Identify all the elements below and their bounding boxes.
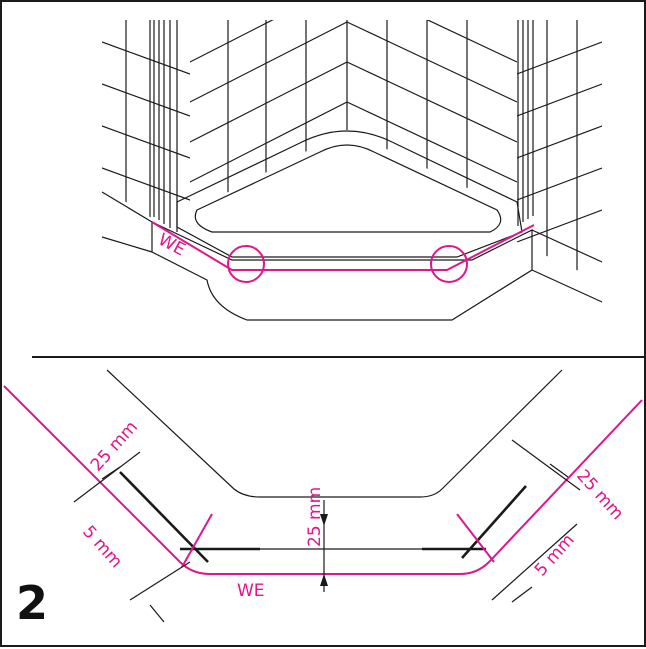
right-door-profile [517,20,534,226]
left-wall-tiles [102,20,190,242]
dim-25mm-center-label: 25 mm [305,487,325,547]
dim-5mm-left-label: 5 mm [78,522,126,572]
top-panel-shower-view: WE [101,20,603,321]
back-wall-tiles [190,20,517,212]
dimension-25mm-center: 25 mm [305,487,328,592]
dim-5mm-right-label: 5 mm [531,530,579,580]
dimension-5mm-right: 5 mm [491,523,579,603]
step-number: 2 [16,576,49,630]
shower-tray [101,130,603,321]
dim-25mm-right-label: 25 mm [572,466,627,524]
we-label-bottom: WE [237,581,265,601]
tray-outline [106,369,563,498]
detail-circle-right [430,245,468,283]
seal-line-we-top [151,221,535,271]
dimension-5mm-left: 5 mm [78,522,191,623]
dimension-25mm-right: 25 mm [511,439,627,524]
bottom-panel-detail: 25 mm 5 mm 25 mm 25 mm 5 mm WE [3,369,643,623]
seal-line-we-bottom [3,385,643,575]
right-wall-tiles [517,20,602,282]
detail-circle-left [227,245,265,283]
left-door-profile [153,20,178,232]
dim-25mm-left-label: 25 mm [87,417,142,475]
